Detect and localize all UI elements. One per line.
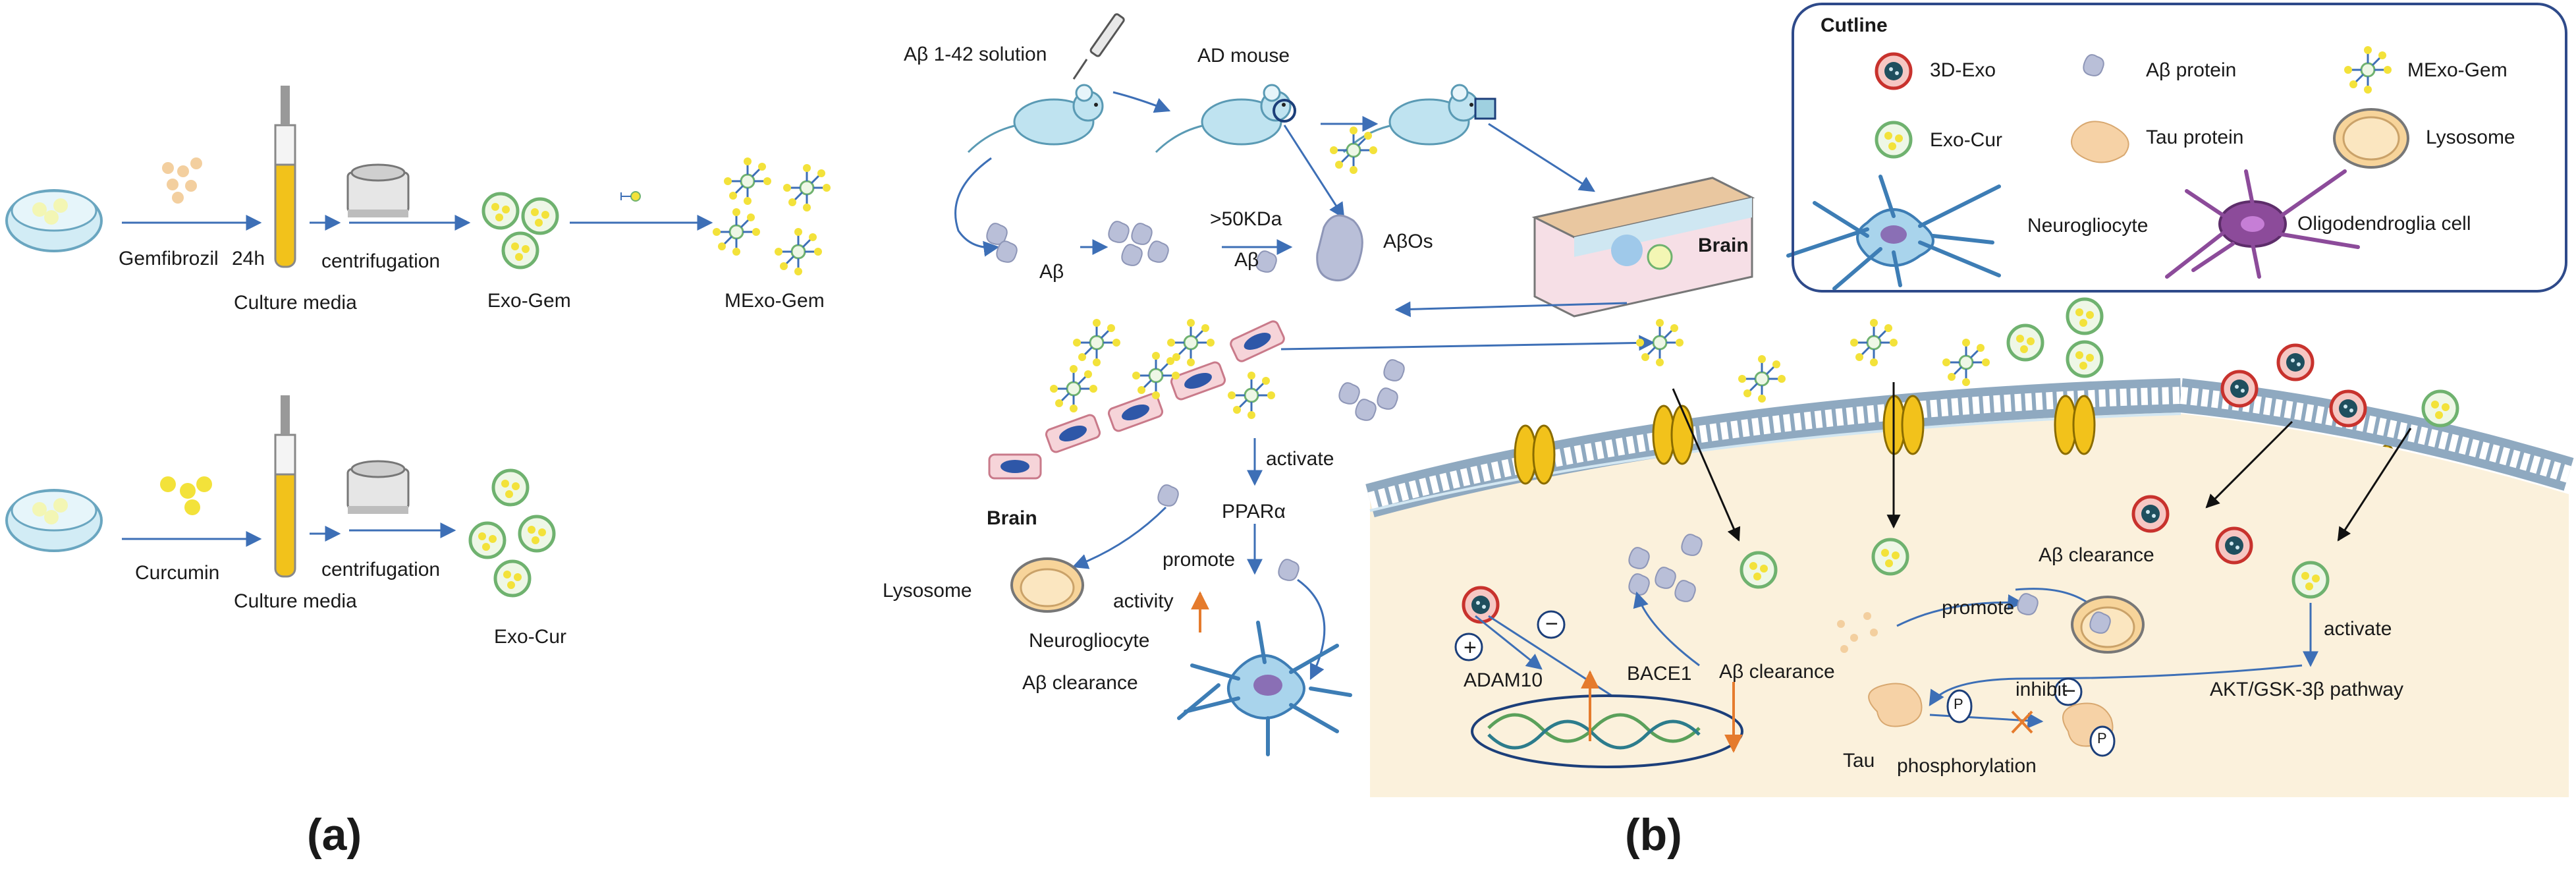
abeta-clearance-label-right: Aβ clearance	[2039, 544, 2154, 566]
cutline-item-lysosome: Lysosome	[2426, 126, 2515, 148]
culture-media-label-1: Culture media	[234, 292, 357, 314]
panel-b-cell	[1365, 299, 2574, 797]
inhibit-label: inhibit	[2015, 679, 2068, 700]
minus-sign-2: −	[2063, 679, 2076, 704]
curcumin-label: Curcumin	[135, 562, 220, 584]
promote-label-cell: promote	[1942, 597, 2015, 619]
lysosome-cell	[2071, 596, 2145, 654]
pi-label-1: P	[1954, 696, 1963, 712]
phosphorylation-label: phosphorylation	[1897, 755, 2037, 777]
panel-b-left	[988, 318, 1655, 756]
cutline-item-exo-cur: Exo-Cur	[1930, 129, 2003, 151]
cutline-title: Cutline	[1821, 14, 1888, 36]
cutline-item-mexo-gem: MExo-Gem	[2407, 59, 2507, 81]
centrifugation-label-1: centrifugation	[321, 250, 441, 272]
abeta-label-2: Aβ	[1234, 249, 1259, 271]
gemfibrozil-label: Gemfibrozil	[119, 248, 219, 269]
activate-label-left: activate	[1266, 448, 1334, 470]
abeta-label-1: Aβ	[1039, 261, 1064, 283]
plus-sign: +	[1464, 635, 1477, 660]
minus-sign-1: −	[1545, 611, 1558, 636]
brain-slice	[1531, 177, 1755, 318]
cutline-icons	[1786, 45, 2409, 291]
cutline-item-neurogliocyte: Neurogliocyte	[2027, 215, 2149, 237]
abeta-solution-label: Aβ 1-42 solution	[904, 43, 1047, 65]
tau-label: Tau	[1843, 750, 1875, 772]
cutline-item-oligodendroglia: Oligodendroglia cell	[2297, 213, 2471, 235]
abeta-clearance-label-left: Aβ clearance	[1022, 672, 1138, 694]
activity-label: activity	[1113, 590, 1174, 612]
promote-label-left: promote	[1163, 549, 1236, 571]
adam10-label: ADAM10	[1464, 669, 1543, 691]
abeta-clearance-label-cell: Aβ clearance	[1719, 661, 1835, 683]
time-label: 24h	[232, 248, 265, 269]
brain-label-top: Brain	[1698, 235, 1749, 256]
exo-cur-label: Exo-Cur	[494, 626, 567, 648]
activate-label-cell: activate	[2324, 618, 2392, 640]
panel-b-label: (b)	[1625, 810, 1682, 860]
culture-media-label-2: Culture media	[234, 590, 357, 612]
abetaos-label: AβOs	[1383, 231, 1433, 252]
centrifugation-label-2: centrifugation	[321, 559, 441, 580]
cutline-legend	[1792, 3, 2567, 293]
neurogliocyte-left	[1177, 621, 1352, 756]
endothelial-cells	[988, 320, 1285, 480]
cutline-item-tau: Tau protein	[2146, 126, 2244, 148]
brain-label-left: Brain	[987, 507, 1037, 529]
cutline-item-3d-exo: 3D-Exo	[1930, 59, 1996, 81]
bace1-label: BACE1	[1627, 663, 1692, 685]
pi-label-2: P	[2097, 730, 2107, 746]
panel-a-row1	[5, 86, 832, 277]
neurogliocyte-label-left: Neurogliocyte	[1029, 630, 1150, 652]
ad-mouse-label: AD mouse	[1197, 45, 1290, 67]
panel-a-label: (a)	[307, 810, 362, 860]
lysosome-left	[1010, 557, 1084, 613]
panel-a-row2	[5, 395, 554, 596]
mexo-gem-label: MExo-Gem	[725, 290, 825, 312]
lysosome-label-left: Lysosome	[883, 580, 972, 602]
cutline-item-abeta: Aβ protein	[2146, 59, 2237, 81]
ppar-label: PPARα	[1222, 501, 1286, 522]
panel-b-top	[954, 13, 1755, 318]
exo-gem-label: Exo-Gem	[487, 290, 571, 312]
threshold-label: >50KDa	[1210, 208, 1282, 230]
akt-pathway-label: AKT/GSK-3β pathway	[2210, 679, 2404, 700]
